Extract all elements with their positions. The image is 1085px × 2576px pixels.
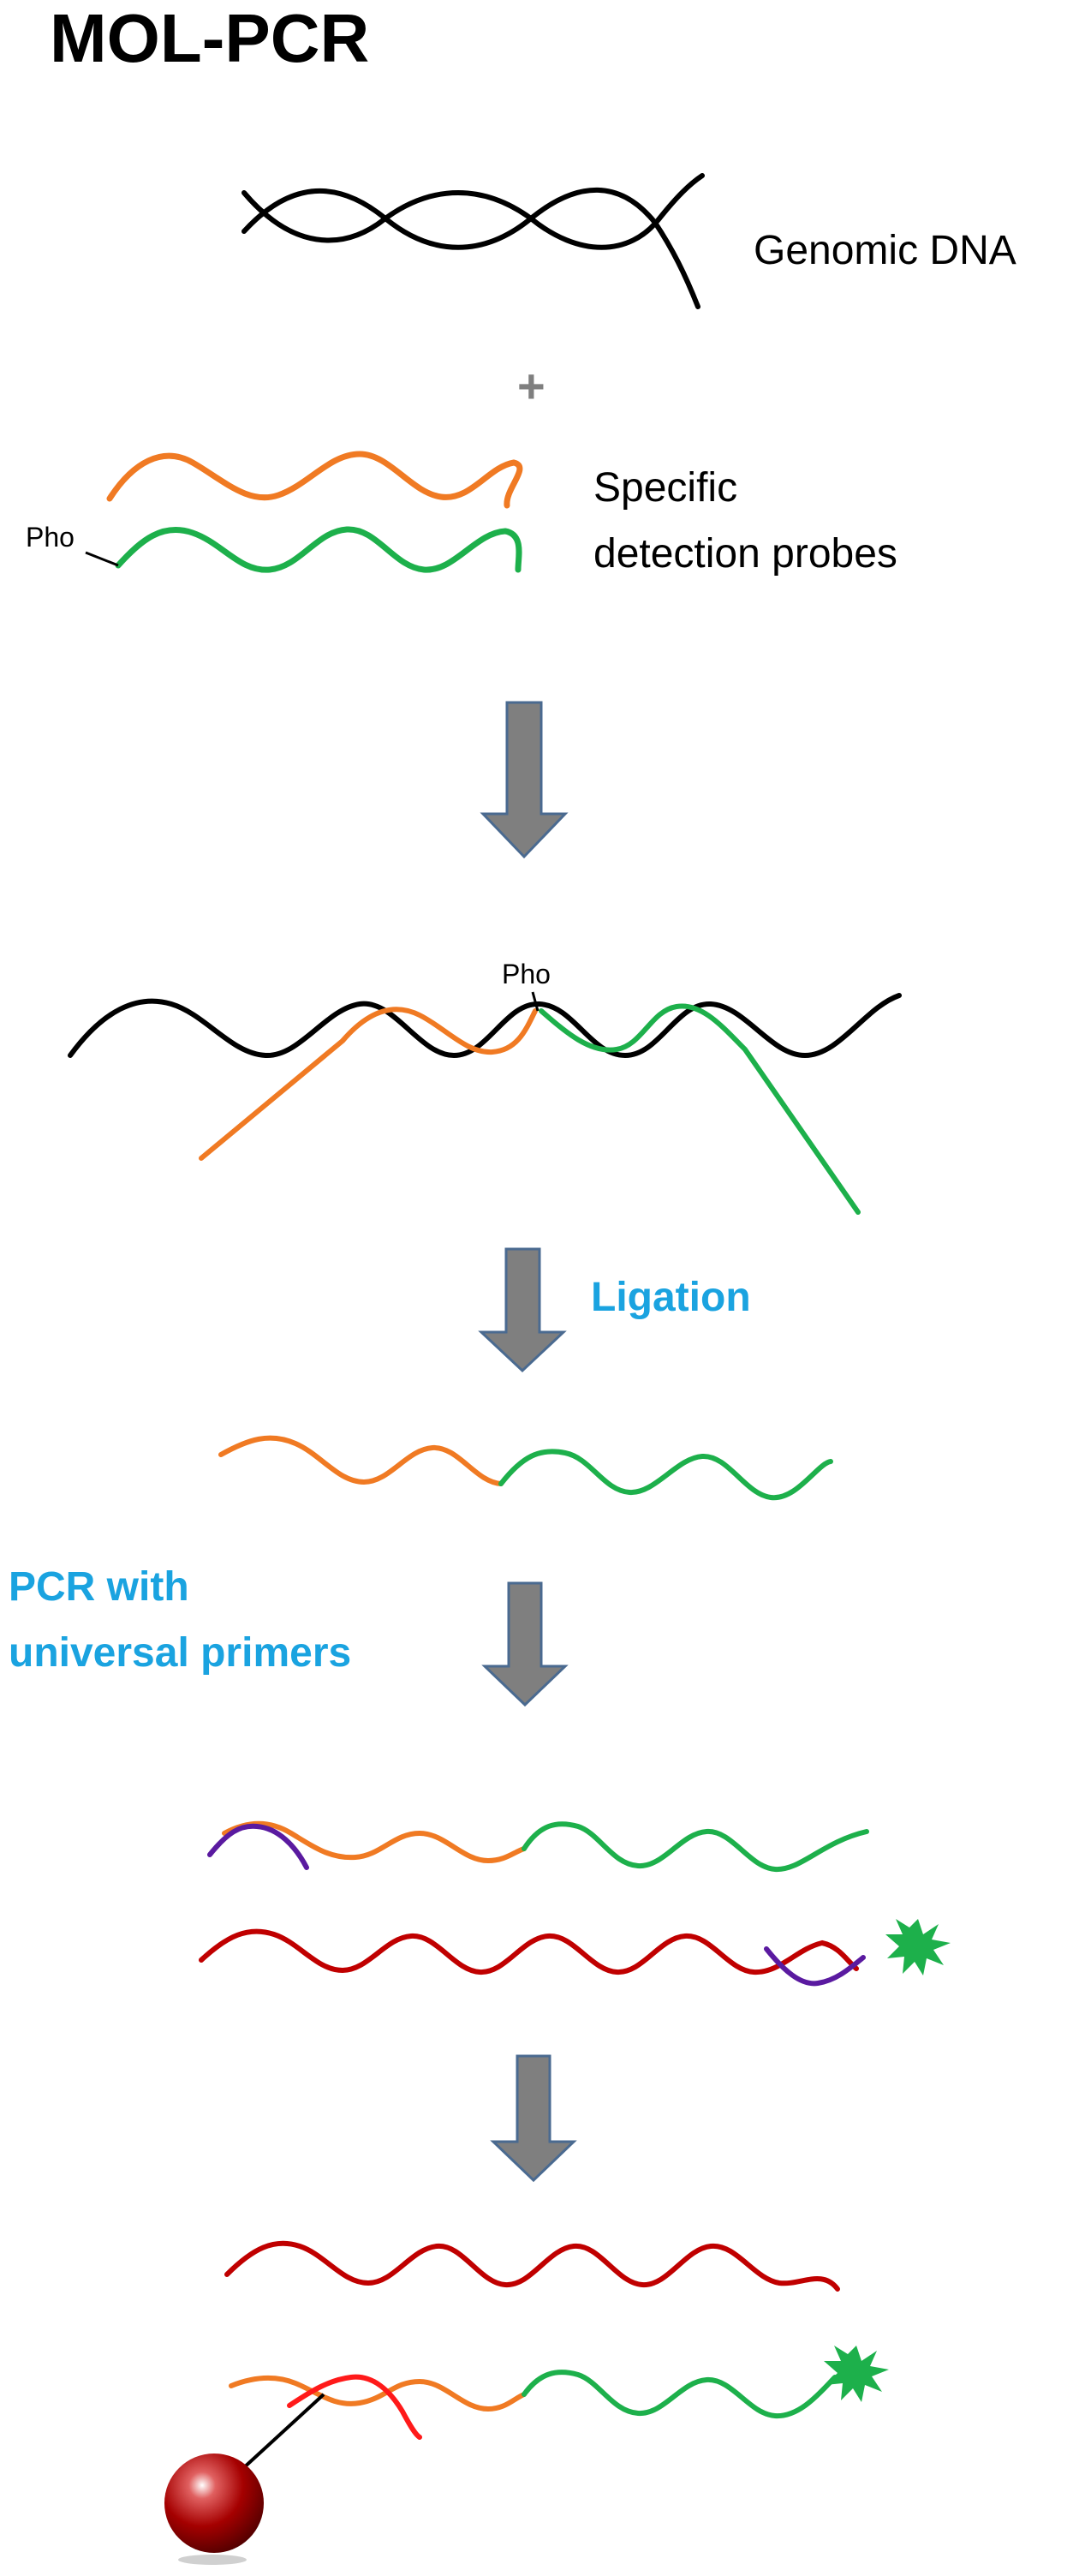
probes-label-line2: detection probes — [593, 531, 897, 577]
ligation-label: Ligation — [591, 1275, 751, 1320]
hybridization-genomic-strand — [68, 993, 902, 1059]
arrow-down-icon — [478, 1247, 567, 1373]
detection-probes — [106, 451, 523, 573]
probe-left-orange — [106, 451, 523, 509]
capture-green-probe — [522, 2370, 838, 2419]
sphere-bead-icon — [164, 2453, 264, 2553]
genomic-dna-strand-a — [241, 187, 700, 309]
pho-label-1: Pho — [26, 522, 75, 553]
arrow-down-icon — [480, 701, 569, 859]
pcr-forward-orange — [222, 1820, 527, 1864]
pcr-reverse-red — [199, 1928, 859, 1975]
arrow-down-icon — [481, 1581, 569, 1707]
probes-label-line1: Specific — [593, 465, 737, 511]
starburst-icon — [885, 1919, 951, 1975]
capture-red-strand — [224, 2240, 840, 2292]
hybridization-orange-probe — [199, 1007, 538, 1161]
pho-label-2: Pho — [502, 959, 551, 989]
pcr-label-line2: universal primers — [9, 1630, 351, 1676]
pcr-forward-green — [522, 1821, 869, 1873]
plus-sign: + — [517, 359, 545, 413]
ligated-probe — [218, 1435, 833, 1501]
genomic-dna-label: Genomic DNA — [754, 228, 1016, 273]
pho-linker-1 — [85, 551, 119, 567]
bead-shadow — [178, 2555, 247, 2565]
hybridization-step — [68, 993, 902, 1215]
genomic-dna-strand-b — [241, 173, 705, 250]
starburst-icon — [824, 2346, 889, 2402]
ligated-probe-green — [498, 1449, 833, 1501]
pcr-reverse-primer — [764, 1946, 866, 1987]
pcr-forward-primer — [207, 1823, 309, 1870]
arrow-down-icon — [490, 2054, 577, 2183]
probe-right-green — [115, 526, 522, 573]
hybridization-green-probe — [539, 1003, 861, 1215]
capture-step — [224, 2240, 840, 2440]
ligated-probe-orange — [218, 1435, 504, 1486]
pho-linker-2 — [531, 991, 540, 1012]
pcr-products — [199, 1820, 869, 1987]
capture-tag-primer — [287, 2374, 422, 2440]
diagram-title: MOL-PCR — [50, 0, 369, 76]
genomic-dna-helix — [241, 173, 705, 309]
pcr-label-line1: PCR with — [9, 1564, 189, 1610]
